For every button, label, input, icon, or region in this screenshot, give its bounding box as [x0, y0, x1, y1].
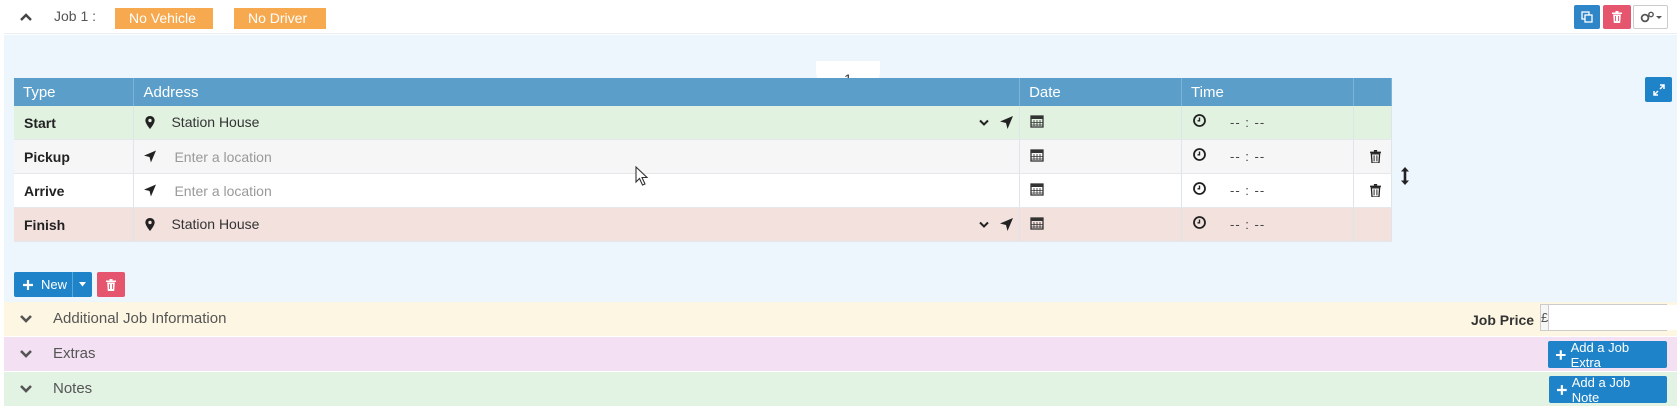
- col-actions: [1353, 78, 1393, 106]
- stop-time: -- : --: [1230, 149, 1266, 164]
- stop-type: Finish: [14, 207, 135, 242]
- chevron-down-icon[interactable]: [979, 119, 990, 127]
- stop-address[interactable]: Station House: [171, 114, 260, 130]
- job-settings-dropdown[interactable]: [1633, 5, 1668, 29]
- stop-row-pickup: Pickup -- : --: [14, 139, 1393, 174]
- plus-icon: [23, 279, 33, 290]
- pickup-location-input[interactable]: [168, 145, 949, 169]
- calendar-icon[interactable]: [1030, 114, 1044, 128]
- job-header: Job 1 : No Vehicle No Driver: [4, 0, 1677, 34]
- clock-icon[interactable]: [1193, 148, 1206, 161]
- delete-job-button[interactable]: [1603, 5, 1631, 29]
- job-price-group: £: [1540, 304, 1677, 331]
- additional-info-section[interactable]: Additional Job Information Job Price £: [4, 302, 1677, 336]
- copy-icon: [1581, 11, 1593, 23]
- resize-vertical-icon[interactable]: [1400, 167, 1410, 185]
- stop-type: Pickup: [14, 139, 135, 174]
- stop-type: Arrive: [14, 173, 135, 208]
- location-arrow-icon: [144, 150, 157, 163]
- stop-address[interactable]: Station House: [171, 216, 260, 232]
- expand-map-button[interactable]: [1645, 77, 1672, 102]
- notes-section[interactable]: Notes Add a Job Note: [4, 372, 1677, 406]
- new-button-label: New: [41, 277, 68, 292]
- calendar-icon[interactable]: [1030, 182, 1044, 196]
- no-driver-badge[interactable]: No Driver: [234, 8, 326, 29]
- chevron-down-icon[interactable]: [19, 384, 33, 394]
- new-stop-button[interactable]: New: [14, 272, 92, 297]
- delete-stop-button[interactable]: [97, 272, 125, 297]
- clock-icon[interactable]: [1193, 114, 1206, 127]
- location-arrow-icon[interactable]: [1000, 116, 1014, 129]
- location-arrow-icon[interactable]: [1000, 218, 1014, 231]
- stop-row-arrive: Arrive -- : --: [14, 173, 1393, 208]
- trash-icon: [106, 278, 116, 291]
- trash-icon[interactable]: [1370, 184, 1381, 197]
- plus-icon: [1556, 349, 1566, 360]
- gears-icon: [1640, 11, 1662, 23]
- stop-time: -- : --: [1230, 217, 1266, 232]
- calendar-icon[interactable]: [1030, 216, 1044, 230]
- copy-job-button[interactable]: [1574, 5, 1600, 29]
- currency-symbol: £: [1541, 305, 1550, 330]
- calendar-icon[interactable]: [1030, 148, 1044, 162]
- stop-row-start: Start Station House -- : --: [14, 106, 1393, 140]
- add-job-extra-button[interactable]: Add a Job Extra: [1548, 339, 1667, 370]
- col-address: Address: [133, 78, 1021, 106]
- col-type: Type: [14, 78, 135, 106]
- trash-icon[interactable]: [1370, 150, 1381, 163]
- plus-icon: [1557, 384, 1567, 395]
- trash-icon: [1612, 11, 1622, 23]
- add-note-label: Add a Job Note: [1571, 374, 1631, 405]
- stops-table: Type Address Date Time Start Station Hou…: [14, 78, 1393, 242]
- new-options-toggle[interactable]: [72, 272, 92, 297]
- job-price-input[interactable]: [1549, 305, 1677, 330]
- caret-down-icon: [79, 282, 86, 287]
- stop-row-finish: Finish Station House -- : --: [14, 207, 1393, 242]
- clock-icon[interactable]: [1193, 182, 1206, 195]
- chevron-up-icon[interactable]: [18, 9, 34, 25]
- map-marker-icon: [145, 116, 156, 129]
- section-title: Additional Job Information: [53, 310, 227, 327]
- no-vehicle-badge[interactable]: No Vehicle: [115, 8, 213, 29]
- job-title: Job 1 :: [54, 8, 97, 24]
- mouse-cursor-icon: [635, 166, 649, 186]
- stop-time: -- : --: [1230, 183, 1266, 198]
- extras-section[interactable]: Extras Add a Job Extra: [4, 337, 1677, 371]
- arrive-location-input[interactable]: [168, 179, 949, 203]
- stop-time: -- : --: [1230, 115, 1266, 130]
- location-arrow-icon: [144, 184, 157, 197]
- col-date: Date: [1019, 78, 1183, 106]
- stop-type: Start: [14, 106, 135, 140]
- add-extra-label: Add a Job Extra: [1570, 339, 1630, 370]
- section-title: Notes: [53, 380, 93, 397]
- map-marker-icon: [145, 218, 156, 231]
- chevron-down-icon[interactable]: [19, 314, 33, 324]
- add-job-note-button[interactable]: Add a Job Note: [1549, 374, 1667, 405]
- expand-icon: [1652, 83, 1665, 96]
- clock-icon[interactable]: [1193, 216, 1206, 229]
- chevron-down-icon[interactable]: [19, 349, 33, 359]
- col-time: Time: [1181, 78, 1354, 106]
- job-price-label: Job Price: [1471, 312, 1535, 328]
- chevron-down-icon[interactable]: [979, 221, 990, 229]
- section-title: Extras: [53, 345, 96, 362]
